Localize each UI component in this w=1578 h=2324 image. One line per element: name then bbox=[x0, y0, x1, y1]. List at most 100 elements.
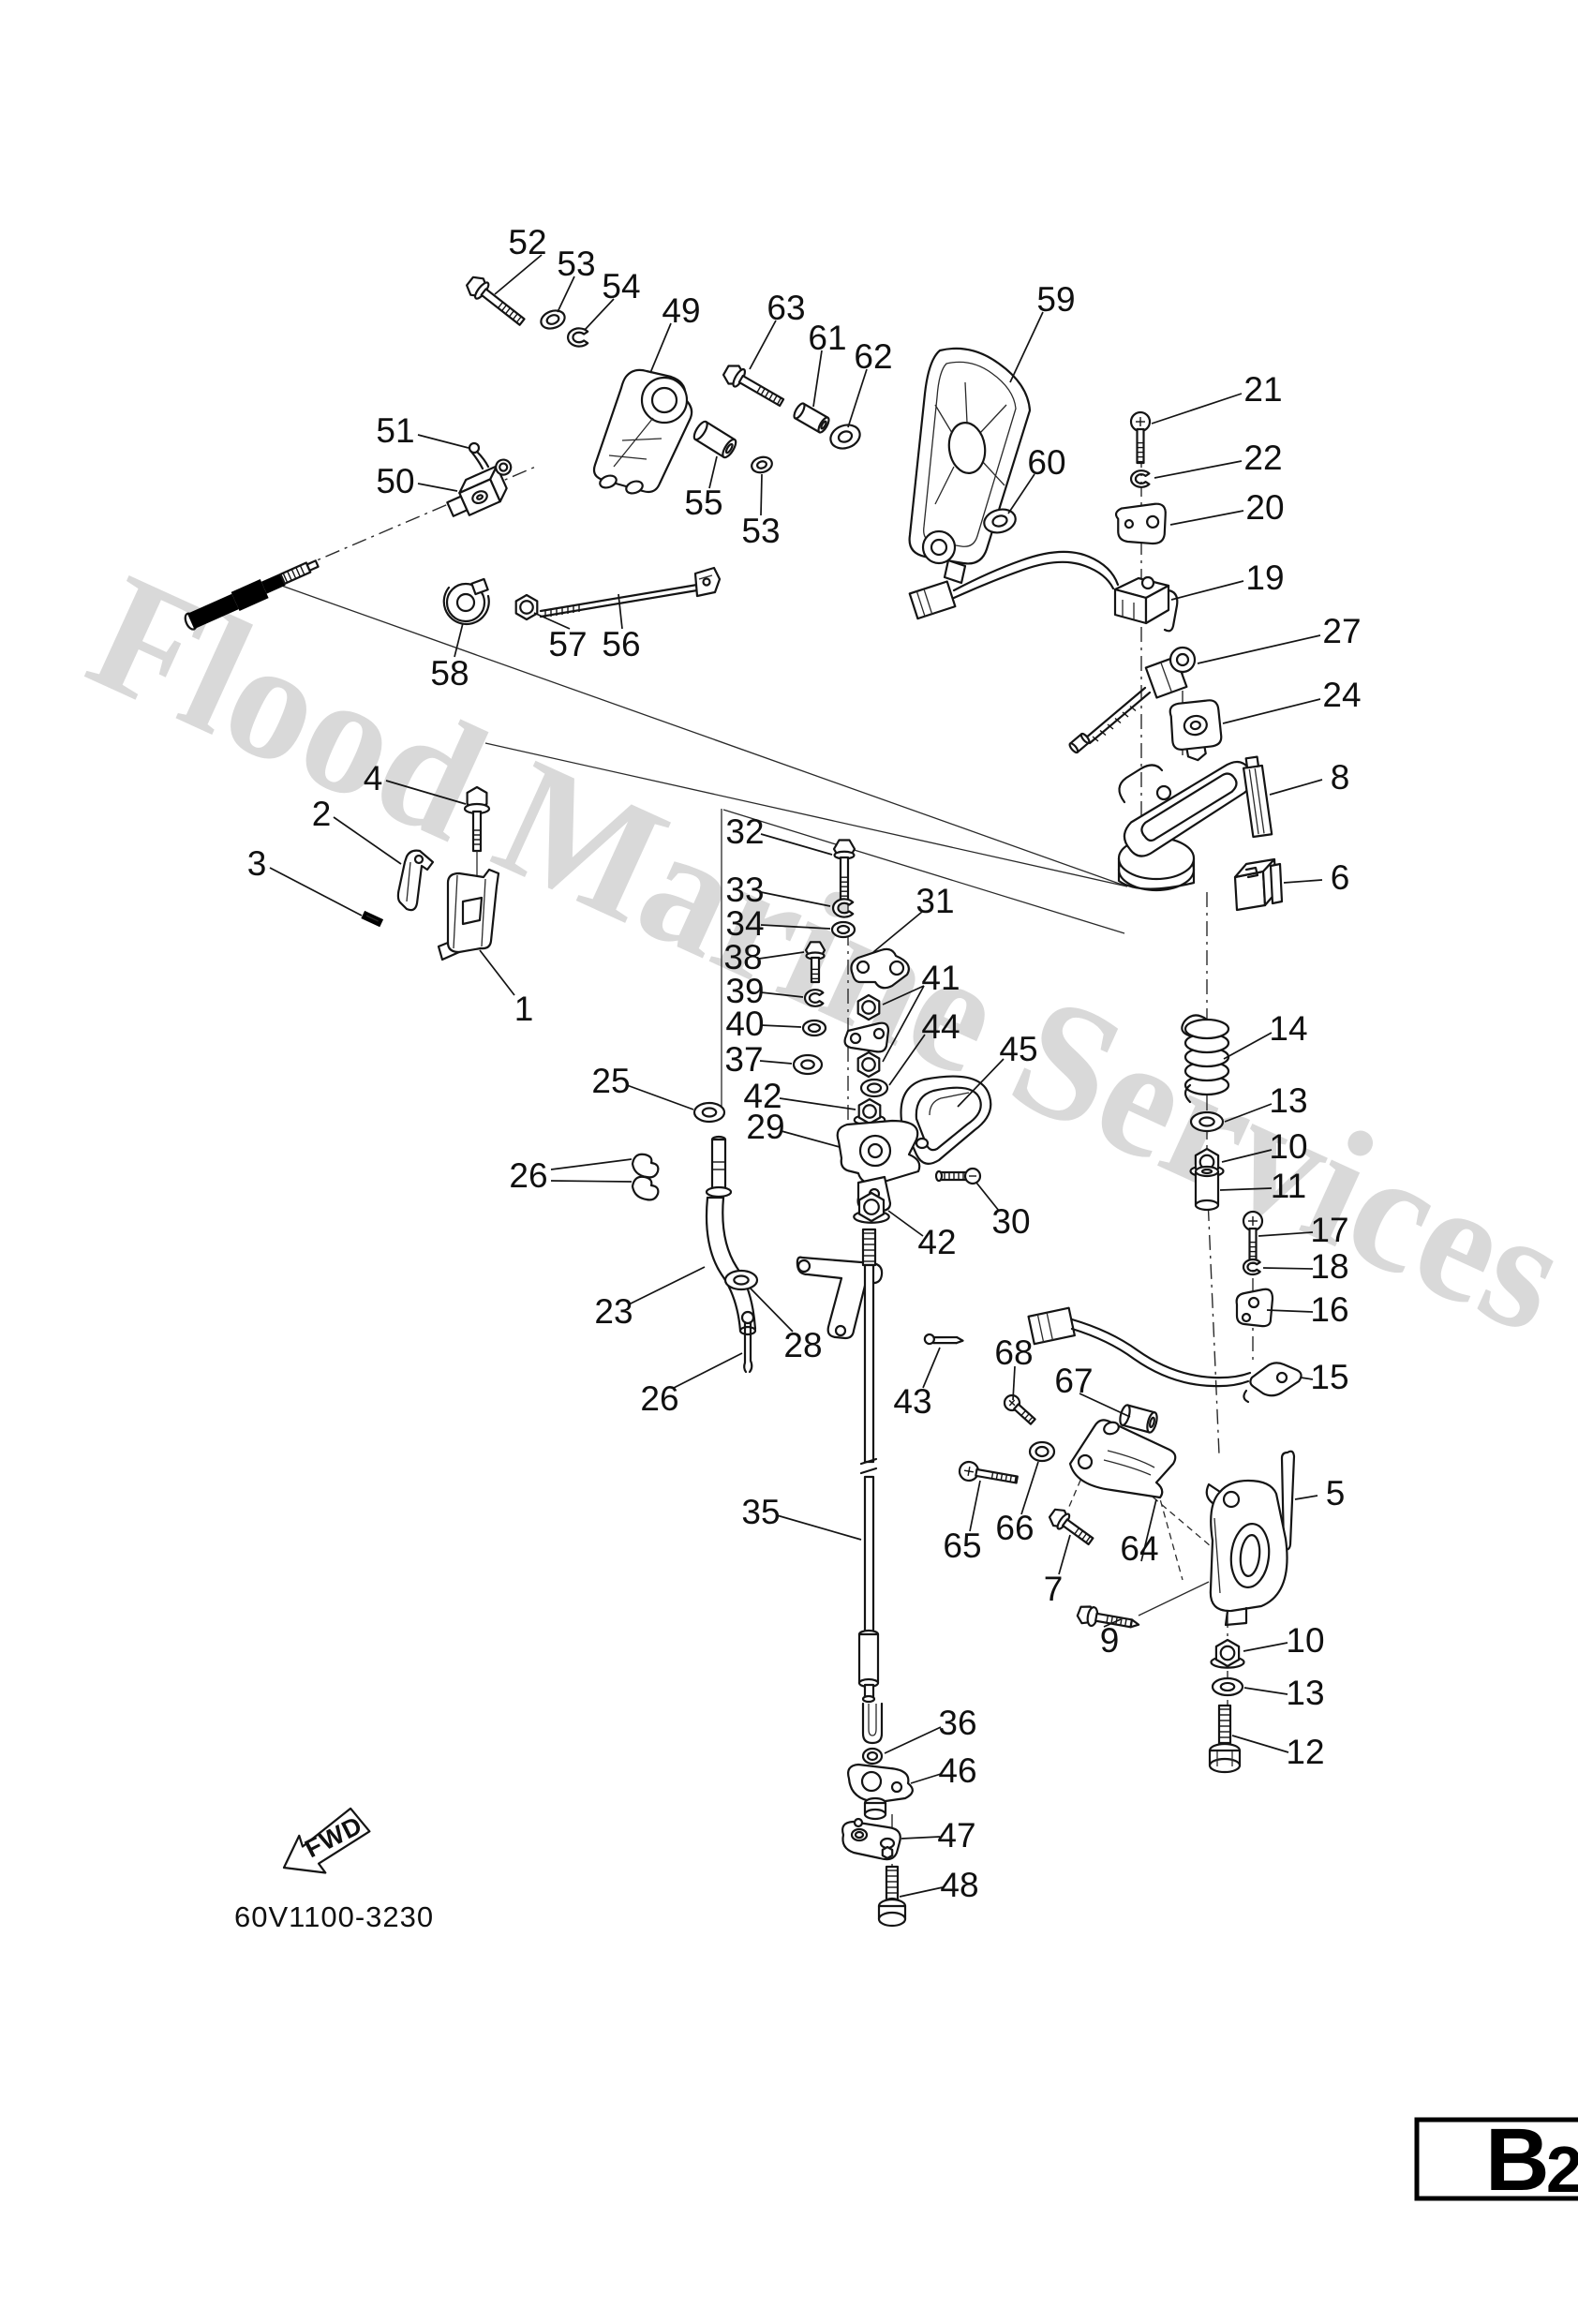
frame-line bbox=[275, 583, 1128, 887]
linkage-bracket bbox=[796, 1256, 884, 1340]
part-42-nut-b bbox=[853, 1191, 890, 1224]
part-label-65: 65 bbox=[943, 1480, 982, 1565]
part-label-59: 59 bbox=[1009, 280, 1076, 383]
part-label-11: 11 bbox=[1219, 1167, 1306, 1205]
part-63-bolt bbox=[722, 365, 785, 408]
part-53-washer-b bbox=[751, 455, 773, 474]
part-label-68: 68 bbox=[994, 1333, 1034, 1401]
svg-text:66: 66 bbox=[995, 1509, 1034, 1547]
part-61-bushing bbox=[793, 402, 830, 434]
svg-text:7: 7 bbox=[1044, 1570, 1064, 1608]
part-label-37: 37 bbox=[724, 1040, 793, 1079]
part-32-bolt bbox=[832, 839, 856, 904]
part-39-washer bbox=[803, 989, 825, 1007]
part-6-clamp bbox=[1233, 857, 1284, 912]
svg-text:51: 51 bbox=[376, 411, 414, 450]
svg-text:24: 24 bbox=[1322, 676, 1361, 714]
page-ref-box: B 2 bbox=[1414, 2110, 1578, 2210]
svg-text:49: 49 bbox=[662, 291, 700, 330]
part-50-cable bbox=[184, 559, 320, 631]
part-label-9: 9 bbox=[1100, 1618, 1122, 1660]
part-2-bracket bbox=[396, 849, 435, 912]
part-label-44: 44 bbox=[888, 1007, 960, 1086]
part-65-screw bbox=[958, 1460, 1019, 1484]
part-4-bolt bbox=[463, 785, 491, 877]
part-label-61: 61 bbox=[808, 319, 847, 408]
part-label-33: 33 bbox=[725, 871, 831, 909]
svg-text:65: 65 bbox=[943, 1527, 981, 1565]
part-24-mount bbox=[1169, 699, 1223, 762]
svg-text:39: 39 bbox=[725, 972, 764, 1010]
part-45-damper bbox=[900, 1075, 992, 1165]
part-label-17: 17 bbox=[1258, 1211, 1349, 1249]
part-label-26: 26 bbox=[640, 1352, 743, 1418]
part-26-pin bbox=[740, 1310, 755, 1374]
svg-text:18: 18 bbox=[1310, 1247, 1348, 1286]
part-49-bracket bbox=[592, 368, 693, 495]
svg-text:16: 16 bbox=[1310, 1290, 1348, 1329]
svg-text:35: 35 bbox=[741, 1493, 780, 1531]
part-13-washer-b bbox=[1211, 1676, 1244, 1697]
part-54-clip bbox=[567, 327, 589, 348]
part-21-screw bbox=[1129, 410, 1152, 465]
part-label-31: 31 bbox=[872, 882, 955, 953]
svg-text:10: 10 bbox=[1269, 1127, 1307, 1166]
part-55-bushing bbox=[692, 420, 737, 459]
part-label-23: 23 bbox=[594, 1266, 706, 1331]
part-label-3: 3 bbox=[247, 844, 363, 916]
part-label-27: 27 bbox=[1197, 612, 1362, 664]
part-label-10: 10 bbox=[1243, 1621, 1325, 1660]
part-64-lever bbox=[1068, 1419, 1177, 1499]
svg-text:23: 23 bbox=[594, 1292, 633, 1331]
svg-text:67: 67 bbox=[1054, 1362, 1093, 1400]
part-52-bolt bbox=[466, 276, 526, 326]
part-label-38: 38 bbox=[723, 938, 805, 976]
frame-line bbox=[484, 742, 1128, 887]
part-label-22: 22 bbox=[1154, 439, 1283, 479]
part-30-screw bbox=[934, 1167, 982, 1185]
part-label-25: 25 bbox=[591, 1062, 694, 1110]
svg-text:34: 34 bbox=[725, 904, 764, 943]
part-label-57: 57 bbox=[533, 612, 588, 663]
svg-text:54: 54 bbox=[602, 267, 640, 305]
svg-text:42: 42 bbox=[743, 1077, 782, 1115]
hidden-line bbox=[1067, 1468, 1086, 1510]
part-58-grommet bbox=[442, 577, 490, 626]
part-67-bushing bbox=[1119, 1404, 1158, 1434]
part-53-washer-a bbox=[540, 309, 566, 330]
part-label-53: 53 bbox=[741, 473, 781, 550]
part-label-36: 36 bbox=[884, 1704, 977, 1754]
part-46-cam bbox=[847, 1763, 914, 1821]
part-34-washer bbox=[830, 920, 856, 939]
svg-text:63: 63 bbox=[767, 289, 805, 327]
part-label-13: 13 bbox=[1243, 1674, 1325, 1712]
part-16-bracket bbox=[1235, 1288, 1274, 1328]
part-label-49: 49 bbox=[649, 291, 701, 374]
svg-text:32: 32 bbox=[725, 812, 764, 851]
link-arm bbox=[843, 1021, 890, 1053]
part-28-washer bbox=[723, 1269, 759, 1291]
svg-text:12: 12 bbox=[1286, 1733, 1324, 1771]
svg-text:11: 11 bbox=[1271, 1167, 1306, 1205]
svg-text:61: 61 bbox=[808, 319, 846, 357]
svg-text:8: 8 bbox=[1331, 758, 1350, 797]
svg-text:30: 30 bbox=[991, 1202, 1030, 1241]
part-label-52: 52 bbox=[494, 223, 547, 295]
part-label-28: 28 bbox=[749, 1287, 823, 1364]
part-31-lever bbox=[850, 947, 910, 990]
page-ref-sub: 2 bbox=[1546, 2133, 1578, 2206]
part-label-19: 19 bbox=[1170, 559, 1285, 601]
svg-text:64: 64 bbox=[1120, 1529, 1158, 1568]
part-15-cable-lever bbox=[1027, 1306, 1303, 1404]
part-label-24: 24 bbox=[1222, 676, 1362, 724]
part-label-10: 10 bbox=[1221, 1127, 1308, 1166]
svg-text:13: 13 bbox=[1286, 1674, 1324, 1712]
part-label-18: 18 bbox=[1262, 1247, 1349, 1286]
part-13-washer-a bbox=[1189, 1110, 1225, 1133]
part-label-29: 29 bbox=[746, 1108, 841, 1148]
part-label-35: 35 bbox=[741, 1493, 862, 1541]
svg-text:9: 9 bbox=[1100, 1621, 1120, 1660]
svg-text:22: 22 bbox=[1243, 439, 1282, 477]
